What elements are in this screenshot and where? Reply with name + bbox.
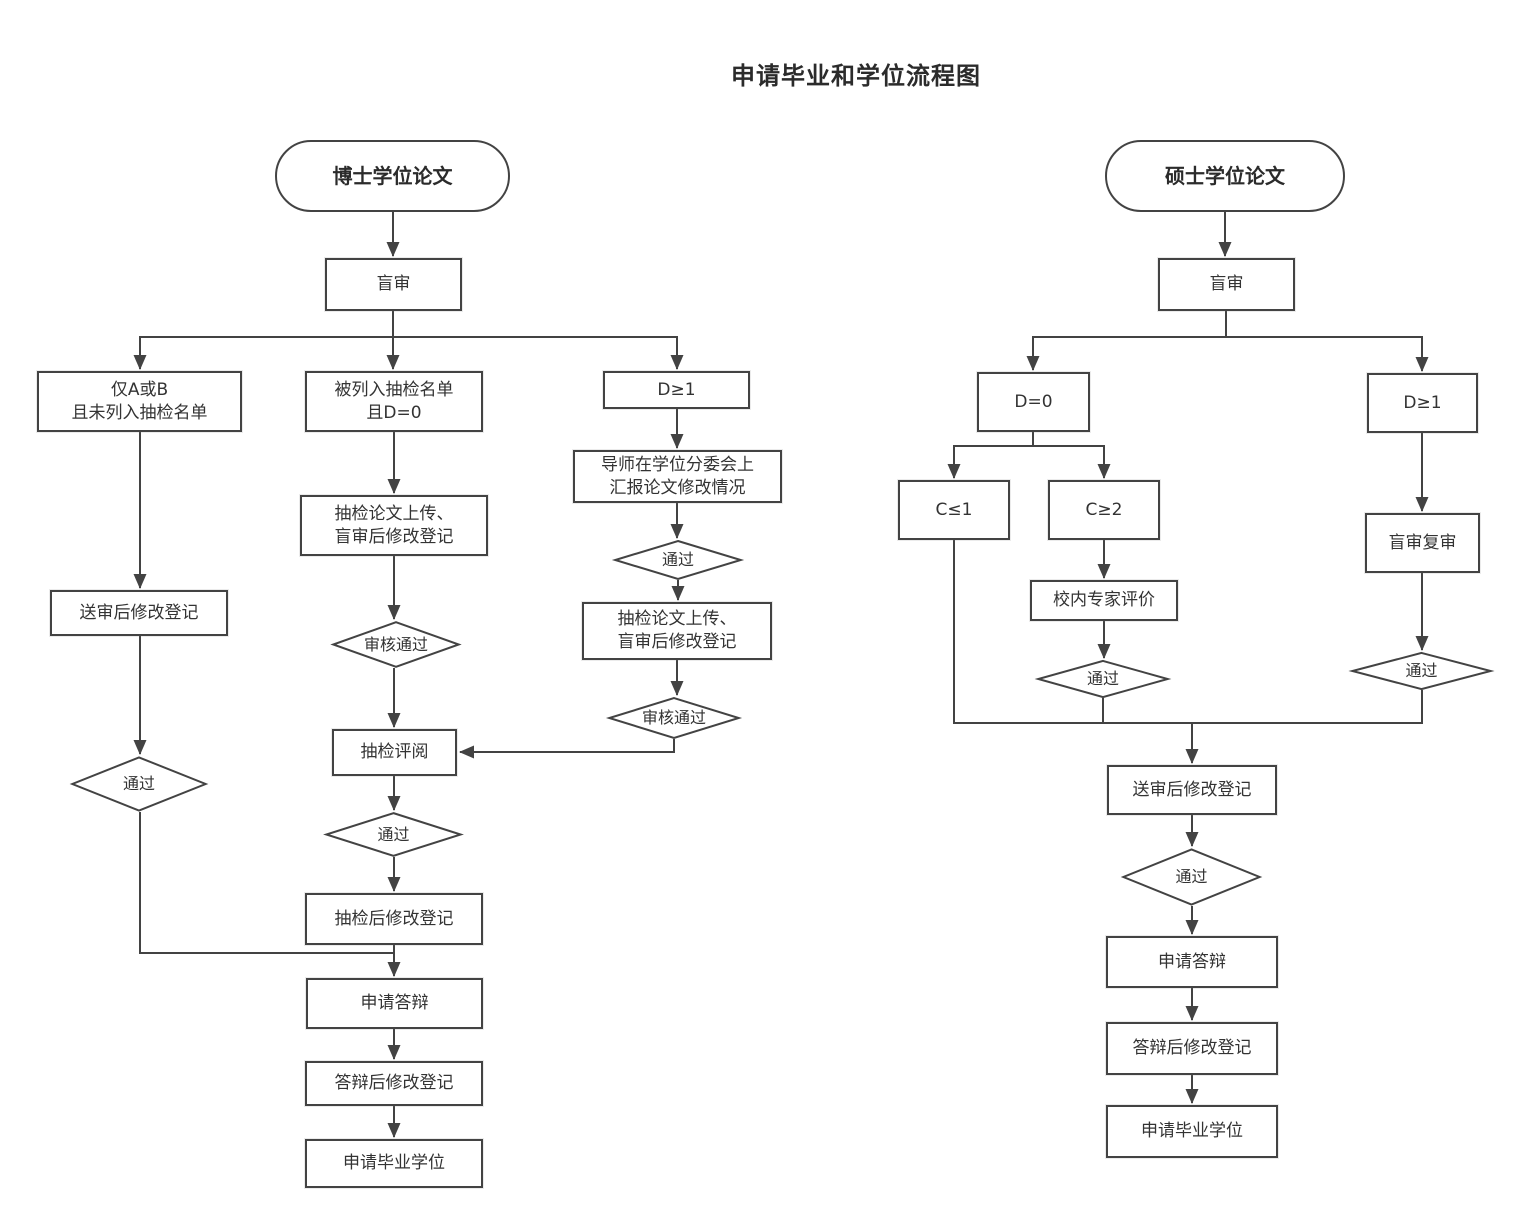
master-start-label: 硕士学位论文: [1165, 163, 1285, 188]
doctoral-sampling-upload-right-label: 抽检论文上传、 盲审后修改登记: [617, 609, 737, 652]
doctoral-start-terminator: 博士学位论文: [275, 140, 510, 212]
master-pass-expert-label: 通过: [1086, 669, 1119, 689]
master-blind-review-box: 盲审: [1158, 258, 1295, 311]
doctoral-supervisor-report-label: 导师在学位分委会上 汇报论文修改情况: [601, 454, 754, 498]
master-start-terminator: 硕士学位论文: [1105, 140, 1345, 212]
doctoral-audit-pass-mid-label: 审核通过: [363, 634, 428, 654]
master-c-le-1-label: C≤1: [935, 499, 973, 520]
master-pass-expert-diamond: 通过: [1037, 660, 1169, 698]
master-pass-final-diamond: 通过: [1122, 848, 1261, 906]
doctoral-branch-d-ge-1-box: D≥1: [603, 371, 750, 409]
master-c-ge-2-box: C≥2: [1048, 480, 1160, 540]
doctoral-post-sampling-registration-box: 抽检后修改登记: [305, 893, 483, 945]
doctoral-start-label: 博士学位论文: [332, 163, 453, 188]
doctoral-branch-a-b-box: 仅A或B 且未列入抽检名单: [37, 371, 242, 432]
master-apply-defense-box: 申请答辩: [1106, 936, 1278, 988]
doctoral-sampling-review-label: 抽检评阅: [360, 742, 429, 763]
master-post-review-registration-label: 送审后修改登记: [1132, 779, 1252, 800]
doctoral-apply-degree-box: 申请毕业学位: [305, 1139, 483, 1188]
master-re-review-label: 盲审复审: [1388, 532, 1457, 553]
master-apply-defense-label: 申请答辩: [1158, 951, 1226, 972]
master-pass-re-review-label: 通过: [1405, 661, 1438, 681]
master-post-defense-registration-label: 答辩后修改登记: [1132, 1038, 1252, 1059]
master-pass-final-label: 通过: [1175, 867, 1208, 887]
doctoral-pass-mid-diamond: 通过: [325, 812, 462, 857]
doctoral-apply-degree-label: 申请毕业学位: [343, 1153, 445, 1174]
doctoral-sampling-upload-mid-box: 抽检论文上传、 盲审后修改登记: [300, 495, 488, 556]
doctoral-apply-defense-label: 申请答辩: [360, 993, 429, 1014]
master-apply-degree-box: 申请毕业学位: [1106, 1105, 1278, 1158]
doctoral-audit-pass-right-label: 审核通过: [641, 708, 706, 728]
page-title: 申请毕业和学位流程图: [731, 62, 981, 90]
doctoral-post-sampling-registration-label: 抽检后修改登记: [334, 908, 454, 929]
master-expert-evaluation-box: 校内专家评价: [1030, 580, 1178, 621]
doctoral-branch-sampled-d0-label: 被列入抽检名单 且D=0: [334, 379, 454, 423]
master-re-review-box: 盲审复审: [1365, 513, 1480, 573]
doctoral-post-defense-registration-label: 答辩后修改登记: [334, 1073, 454, 1094]
doctoral-pass-right-diamond: 通过: [614, 540, 742, 580]
master-d-ge-1-label: D≥1: [1403, 392, 1442, 413]
master-blind-review-label: 盲审: [1209, 274, 1244, 295]
doctoral-pass-left-diamond: 通过: [71, 756, 207, 812]
doctoral-sampling-upload-mid-label: 抽检论文上传、 盲审后修改登记: [334, 503, 454, 547]
master-d0-label: D=0: [1014, 391, 1053, 412]
doctoral-pass-mid-label: 通过: [377, 824, 410, 844]
doctoral-pass-right-label: 通过: [661, 550, 694, 570]
master-d-ge-1-box: D≥1: [1367, 373, 1478, 433]
doctoral-branch-a-b-label: 仅A或B 且未列入抽检名单: [71, 379, 208, 423]
doctoral-apply-defense-box: 申请答辩: [306, 978, 483, 1029]
master-c-ge-2-label: C≥2: [1085, 499, 1123, 520]
doctoral-post-review-registration-box: 送审后修改登记: [50, 590, 228, 636]
master-apply-degree-label: 申请毕业学位: [1141, 1121, 1243, 1142]
doctoral-post-defense-registration-box: 答辩后修改登记: [305, 1061, 483, 1106]
doctoral-post-review-registration-label: 送审后修改登记: [79, 602, 199, 623]
doctoral-sampling-review-box: 抽检评阅: [332, 729, 457, 776]
doctoral-blind-review-box: 盲审: [325, 258, 462, 311]
master-c-le-1-box: C≤1: [898, 480, 1010, 540]
doctoral-audit-pass-mid-diamond: 审核通过: [332, 621, 460, 668]
doctoral-pass-left-label: 通过: [122, 774, 155, 794]
doctoral-supervisor-report-box: 导师在学位分委会上 汇报论文修改情况: [573, 450, 782, 503]
master-expert-evaluation-label: 校内专家评价: [1053, 590, 1155, 611]
master-post-defense-registration-box: 答辩后修改登记: [1106, 1022, 1278, 1075]
master-d0-box: D=0: [977, 372, 1090, 432]
master-pass-re-review-diamond: 通过: [1351, 652, 1492, 690]
doctoral-branch-d-ge-1-label: D≥1: [657, 379, 696, 400]
doctoral-sampling-upload-right-box: 抽检论文上传、 盲审后修改登记: [582, 602, 772, 660]
master-post-review-registration-box: 送审后修改登记: [1107, 765, 1277, 815]
doctoral-blind-review-label: 盲审: [376, 274, 411, 295]
doctoral-branch-sampled-d0-box: 被列入抽检名单 且D=0: [305, 371, 483, 432]
doctoral-audit-pass-right-diamond: 审核通过: [608, 697, 740, 739]
